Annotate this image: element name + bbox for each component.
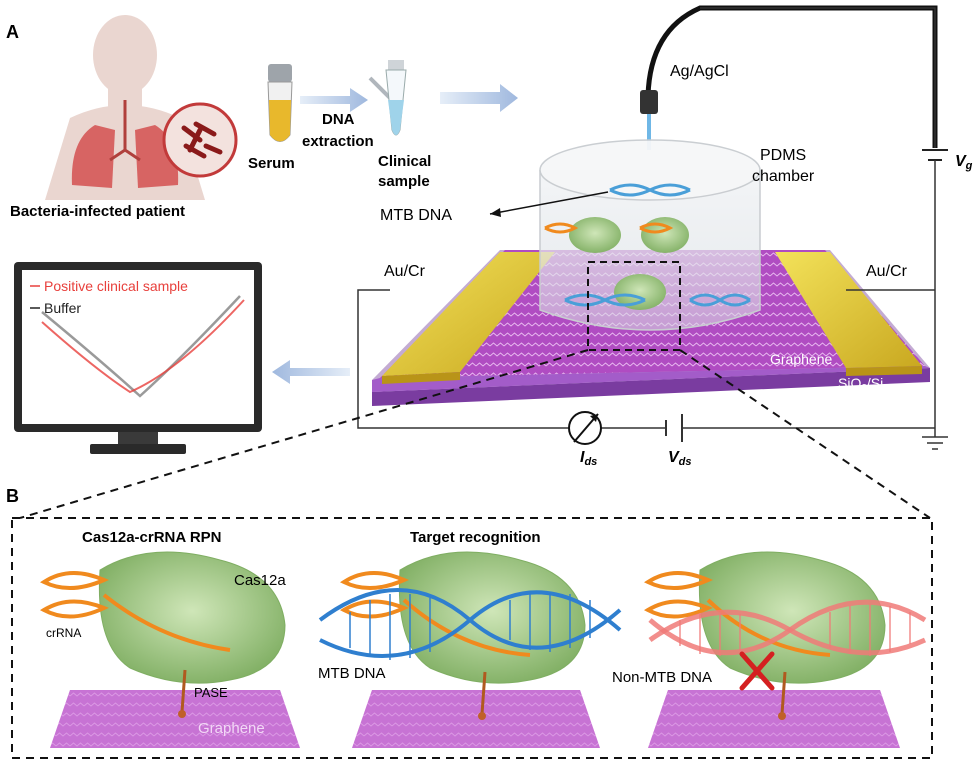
ammeter-icon — [568, 411, 602, 445]
zoom-line-left — [19, 349, 589, 519]
legend-positive-label: Positive clinical sample — [44, 278, 188, 294]
patient-label: Bacteria-infected patient — [10, 203, 185, 220]
dna-label: DNA — [322, 111, 355, 128]
positive-curve — [41, 299, 245, 394]
ids-label: Ids — [580, 449, 597, 468]
clinical-label: Clinical — [378, 153, 431, 170]
serum-label: Serum — [248, 155, 295, 172]
pase-label: PASE — [194, 685, 228, 700]
serum-tube-icon — [267, 64, 293, 142]
cas12a-complex-2 — [318, 551, 622, 720]
au-cr-left-label: Au/Cr — [384, 263, 426, 280]
pdms-label: PDMS — [760, 147, 806, 164]
monitor-icon — [14, 262, 262, 454]
graphene-label-a: Graphene — [770, 351, 832, 367]
extraction-label: extraction — [302, 133, 374, 150]
au-cr-right-label: Au/Cr — [866, 263, 908, 280]
flow-arrow-2 — [440, 84, 518, 112]
electrode-body — [640, 90, 658, 114]
zoom-box — [587, 261, 681, 351]
title-mid: Target recognition — [410, 529, 541, 546]
electrode-wire — [645, 5, 938, 148]
mtb-dna-label-a: MTB DNA — [380, 207, 452, 224]
vg-label: Vg — [955, 153, 973, 172]
vg-source — [922, 149, 948, 437]
non-mtb-dna-label: Non-MTB DNA — [612, 669, 712, 686]
cas12a-complex-3 — [643, 551, 927, 720]
pdms-chamber — [539, 139, 761, 331]
ids-circuit — [357, 289, 935, 442]
flow-arrow-3 — [272, 360, 350, 384]
panel-b-label: B — [6, 486, 19, 506]
patient-illustration — [45, 15, 238, 200]
sample-tube-icon — [368, 60, 407, 136]
cas12a-complex-1 — [39, 551, 286, 718]
mtb-dna-label-b: MTB DNA — [318, 665, 386, 682]
cas12a-label: Cas12a — [234, 572, 286, 589]
chamber-contents — [544, 183, 751, 310]
panel-b-frame — [11, 517, 933, 759]
chamber-label: chamber — [752, 168, 815, 185]
cross-icon — [739, 651, 775, 691]
panel-a-label: A — [6, 22, 19, 42]
flow-arrow-1 — [300, 88, 368, 112]
ground-icon — [922, 436, 948, 450]
substrate-label: SiO2/Si — [838, 375, 883, 394]
vds-label: Vds — [668, 449, 692, 468]
electrode-label: Ag/AgCl — [670, 63, 729, 80]
au-cr-electrode-right — [775, 252, 922, 368]
buffer-curve — [41, 295, 241, 398]
title-left: Cas12a-crRNA RPN — [82, 529, 222, 546]
legend-buffer-label: Buffer — [44, 300, 81, 316]
graphene-label-b: Graphene — [198, 720, 265, 737]
au-cr-electrode-left — [382, 252, 555, 376]
crrna-label: crRNA — [46, 626, 81, 640]
mtb-dna-pointer — [489, 191, 609, 215]
sample-label: sample — [378, 173, 430, 190]
